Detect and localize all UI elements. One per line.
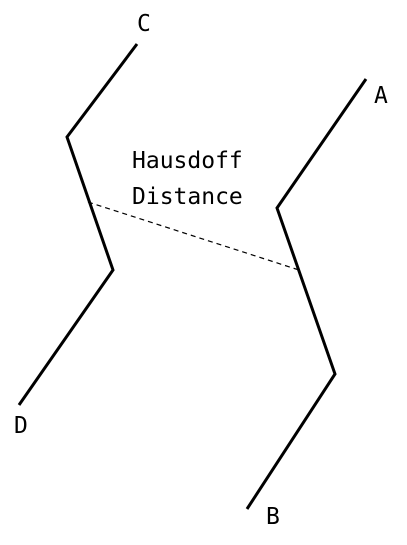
label-b: B bbox=[266, 504, 280, 530]
curve-cd bbox=[17, 43, 139, 406]
caption-line-2: Distance bbox=[132, 184, 243, 210]
caption-line-1: Hausdoff bbox=[132, 148, 243, 174]
curve-ab bbox=[245, 78, 368, 510]
label-a: A bbox=[374, 83, 388, 109]
label-d: D bbox=[14, 413, 28, 439]
hausdorff-distance-line bbox=[87, 201, 300, 271]
label-c: C bbox=[137, 11, 151, 37]
